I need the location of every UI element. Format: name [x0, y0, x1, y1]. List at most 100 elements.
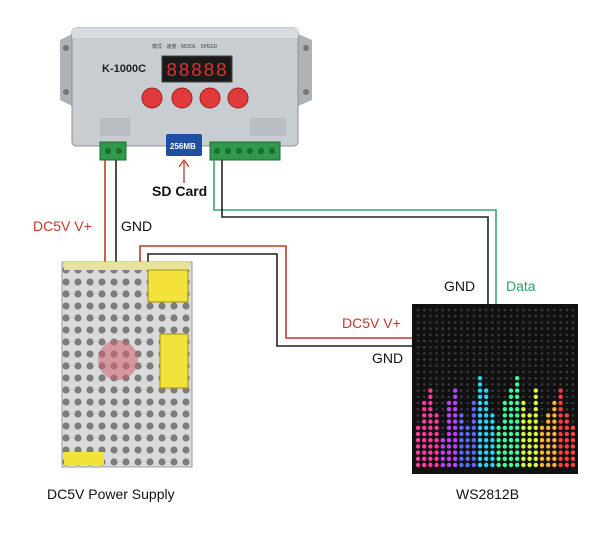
led-pixel — [508, 400, 514, 406]
led-pixel — [491, 327, 494, 330]
led-pixel — [553, 376, 556, 380]
led-pixel — [546, 364, 550, 368]
led-pixel — [540, 407, 544, 411]
led-pixel — [515, 431, 520, 437]
mode-button[interactable] — [141, 87, 163, 109]
led-pixel — [546, 425, 551, 430]
led-pixel — [570, 462, 576, 468]
led-pixel — [508, 413, 514, 418]
led-pixel — [478, 364, 482, 368]
led-pixel — [428, 462, 433, 468]
led-pixel — [497, 314, 500, 318]
led-pixel — [447, 327, 451, 330]
led-pixel — [422, 339, 426, 343]
led-pixel — [515, 339, 519, 343]
led-pixel — [503, 321, 507, 324]
led-pixel — [539, 425, 545, 430]
led-pixel — [490, 450, 495, 455]
led-pixel — [533, 400, 538, 406]
led-pixel — [496, 450, 501, 455]
led-pixel — [515, 444, 520, 449]
led-pixel — [484, 444, 489, 449]
led-pixel — [497, 401, 500, 405]
led-pixel — [540, 376, 544, 380]
led-pixel — [415, 450, 421, 455]
led-pixel — [446, 450, 452, 455]
led-pixel — [553, 345, 556, 349]
led-pixel — [522, 327, 525, 330]
led-pixel — [528, 407, 531, 411]
led-pixel — [441, 414, 445, 417]
led-pixel — [460, 407, 463, 411]
led-pixel — [565, 389, 569, 392]
led-pixel — [503, 395, 507, 399]
led-pixel — [546, 407, 550, 411]
led-pixel — [477, 419, 483, 424]
led-pixel — [435, 383, 438, 386]
led-pixel — [533, 450, 538, 455]
led-pixel — [453, 321, 457, 324]
led-pixel — [559, 339, 562, 343]
led-pixel — [540, 364, 544, 368]
led-pixel — [446, 419, 452, 424]
led-pixel — [558, 444, 563, 449]
led-pixel — [553, 314, 556, 318]
led-pixel — [484, 352, 488, 355]
led-pixel — [540, 352, 544, 355]
led-pixel — [522, 333, 525, 337]
led-pixel — [552, 407, 557, 412]
led-pixel — [503, 333, 507, 337]
led-pixel — [559, 314, 562, 318]
led-pixel — [484, 413, 489, 418]
led-pixel — [472, 389, 476, 392]
led-pixel — [453, 358, 457, 361]
led-pixel — [533, 388, 538, 393]
led-pixel — [527, 450, 532, 455]
led-pixel — [478, 314, 482, 318]
led-pixel — [559, 364, 562, 368]
led-pixel — [546, 401, 550, 405]
led-pixel — [509, 364, 513, 368]
led-pixel — [428, 413, 433, 418]
led-pixel — [465, 462, 470, 468]
led-pixel — [528, 389, 531, 392]
led-pixel — [416, 333, 420, 337]
led-pixel — [484, 394, 489, 399]
matrix-gnd-top-label: GND — [444, 278, 476, 294]
led-pixel — [459, 413, 464, 418]
led-pixel — [466, 401, 469, 405]
led-pixel — [459, 419, 464, 424]
led-pixel — [527, 444, 532, 449]
led-pixel — [515, 376, 520, 381]
led-pixel — [453, 364, 457, 368]
led-pixel — [416, 352, 420, 355]
led-pixel — [540, 345, 544, 349]
psu-spec-label — [159, 333, 189, 389]
speed-button[interactable] — [171, 87, 193, 109]
led-pixel — [484, 419, 489, 424]
led-pixel — [435, 321, 438, 324]
led-pixel — [416, 345, 420, 349]
mode-plus-button[interactable] — [199, 87, 221, 109]
led-pixel — [471, 425, 476, 430]
led-pixel — [416, 401, 420, 405]
led-pixel — [502, 431, 507, 437]
led-pixel — [435, 401, 438, 405]
led-pixel — [447, 383, 451, 386]
led-pixel — [491, 308, 494, 312]
led-pixel — [515, 400, 520, 406]
led-pixel — [509, 370, 513, 374]
led-pixel — [453, 438, 458, 443]
led-pixel — [571, 339, 575, 343]
led-pixel — [521, 413, 526, 418]
led-pixel — [477, 413, 483, 418]
led-pixel — [552, 438, 557, 443]
led-pixel — [471, 431, 476, 437]
led-pixel — [497, 370, 500, 374]
led-pixel — [559, 376, 562, 380]
speed-plus-button[interactable] — [227, 87, 249, 109]
led-pixel — [453, 345, 457, 349]
led-pixel — [428, 431, 433, 437]
led-pixel — [503, 370, 507, 374]
led-pixel — [571, 364, 575, 368]
